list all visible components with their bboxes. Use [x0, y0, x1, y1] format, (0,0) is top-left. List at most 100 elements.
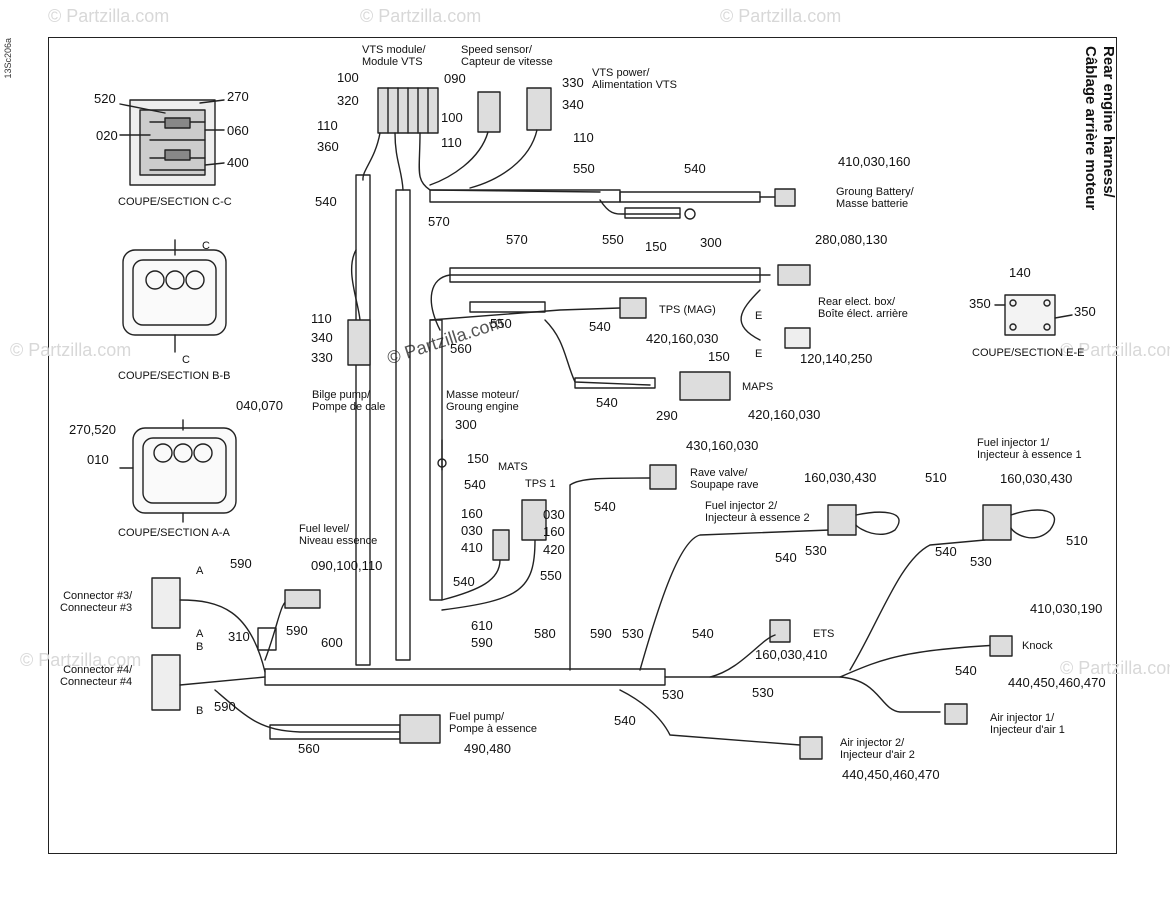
part-number: 100 — [441, 110, 463, 125]
part-number: 560 — [298, 741, 320, 756]
part-number: 420 — [543, 542, 565, 557]
part-number: 040,070 — [236, 398, 283, 413]
vts-module-label: VTS module/ Module VTS — [362, 44, 426, 68]
fuel-injector1 — [982, 504, 1012, 541]
watermark: © Partzilla.com — [48, 6, 170, 26]
part-number: 330 — [311, 350, 333, 365]
part-number: 490,480 — [464, 741, 511, 756]
part-number: 150 — [645, 239, 667, 254]
part-number: 310 — [228, 629, 250, 644]
part-number: 600 — [321, 635, 343, 650]
part-number: 570 — [506, 232, 528, 247]
part-number: 540 — [775, 550, 797, 565]
part-number: 300 — [455, 417, 477, 432]
section-aa-label: COUPE/SECTION A-A — [118, 527, 230, 539]
ets-sensor — [769, 619, 791, 643]
diagram-frame — [48, 37, 1117, 854]
part-number: 540 — [464, 477, 486, 492]
watermark: © Partzilla.com — [20, 650, 142, 670]
part-number: 550 — [602, 232, 624, 247]
connector-4 — [151, 654, 181, 711]
watermark: © Partzilla.com — [1060, 340, 1170, 360]
part-number: 400 — [227, 155, 249, 170]
section-ee-connector — [994, 294, 1073, 336]
part-number: 280,080,130 — [815, 232, 888, 247]
part-number: 360 — [317, 139, 339, 154]
part-number: 340 — [562, 97, 584, 112]
part-number: 330 — [562, 75, 584, 90]
part-number: 560 — [450, 341, 472, 356]
part-number: 520 — [94, 91, 116, 106]
rear-box-label: Rear elect. box/ Boîte élect. arrière — [818, 296, 908, 320]
section-letter: A — [196, 628, 204, 640]
part-number: 090,100,110 — [311, 558, 383, 573]
part-number: 340 — [311, 330, 333, 345]
part-number: 350 — [969, 296, 991, 311]
part-number: 350 — [1074, 304, 1096, 319]
mats-label: MATS — [498, 461, 528, 473]
rear-elect-connector — [777, 264, 811, 286]
part-number: 540 — [684, 161, 706, 176]
part-number: 610 — [471, 618, 493, 633]
part-number: 320 — [337, 93, 359, 108]
part-number: 580 — [534, 626, 556, 641]
part-number: 410,030,190 — [1030, 601, 1103, 616]
part-number: 110 — [311, 311, 332, 326]
part-number: 150 — [467, 451, 489, 466]
part-number: 590 — [230, 556, 252, 571]
part-number: 510 — [925, 470, 947, 485]
fuel-injector1-label: Fuel injector 1/ Injecteur à essence 1 — [977, 437, 1082, 461]
part-number: 150 — [708, 349, 730, 364]
mats-sensor — [492, 529, 510, 561]
part-number: 420,160,030 — [748, 407, 821, 422]
part-number: 440,450,460,470 — [1008, 675, 1106, 690]
part-number: 530 — [805, 543, 827, 558]
part-number: 300 — [700, 235, 722, 250]
knock-sensor-connector — [989, 635, 1013, 657]
section-letter: A — [196, 565, 204, 577]
fuel-pump-label: Fuel pump/ Pompe à essence — [449, 711, 538, 735]
air-injector2-connector — [799, 736, 823, 760]
part-number: 540 — [589, 319, 611, 334]
section-letter: E — [755, 310, 763, 322]
section-letter: B — [196, 641, 204, 653]
part-number: 020 — [96, 128, 118, 143]
connector3-label: Connector #3/ Connecteur #3 — [60, 590, 133, 614]
part-number: 540 — [955, 663, 977, 678]
part-number: 270 — [227, 89, 249, 104]
part-number: 540 — [453, 574, 475, 589]
part-number: 530 — [752, 685, 774, 700]
part-number: 160 — [543, 524, 565, 539]
fuel-level-label: Fuel level/ Niveau essence — [299, 523, 378, 547]
section-bb-label: COUPE/SECTION B-B — [118, 370, 231, 382]
rear-elect-box — [784, 327, 811, 349]
ground-battery-label: Groung Battery/ Masse batterie — [836, 186, 914, 210]
connector-3 — [151, 577, 181, 629]
section-bb-connector — [122, 239, 227, 353]
part-number: 410,030,160 — [838, 154, 911, 169]
section-letter: C — [182, 354, 190, 366]
part-number: 440,450,460,470 — [842, 767, 940, 782]
air-injector1-connector — [944, 703, 968, 725]
part-number: 100 — [337, 70, 359, 85]
part-number: 160,030,430 — [1000, 471, 1073, 486]
speed-sensor-label: Speed sensor/ Capteur de vitesse — [461, 44, 553, 68]
engine-ground-label: Masse moteur/ Groung engine — [446, 389, 519, 413]
part-number: 550 — [490, 316, 512, 331]
vts-power-label: VTS power/ Alimentation VTS — [592, 67, 677, 91]
part-number: 090 — [444, 71, 466, 86]
part-number: 540 — [596, 395, 618, 410]
ground-battery-connector — [774, 188, 796, 207]
part-number: 290 — [656, 408, 678, 423]
maps-label: MAPS — [742, 381, 774, 393]
part-number: 430,160,030 — [686, 438, 759, 453]
air-injector2-label: Air injector 2/ Injecteur d'air 2 — [840, 737, 915, 761]
tps-mag-label: TPS (MAG) — [659, 304, 716, 316]
watermark: © Partzilla.com — [1060, 658, 1170, 678]
rave-valve-connector — [649, 464, 677, 490]
bottom-harness — [264, 668, 666, 686]
section-letter: B — [196, 705, 204, 717]
part-number: 060 — [227, 123, 249, 138]
bilge-pump-connector — [347, 319, 371, 366]
